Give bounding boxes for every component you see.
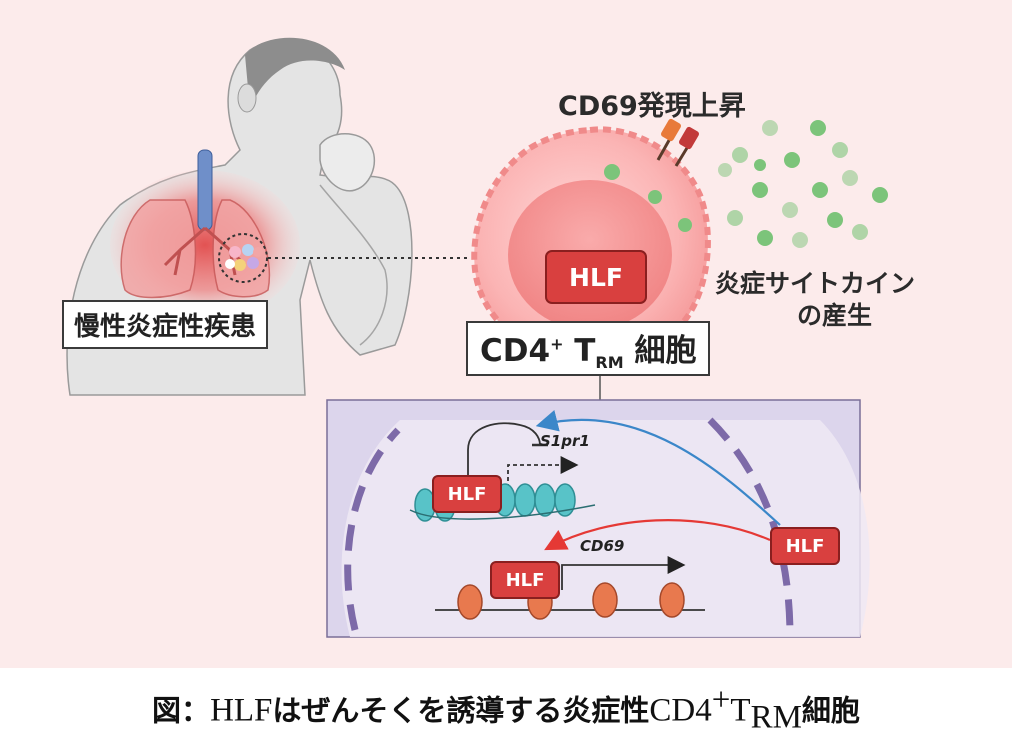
figure-panel: 慢性炎症性疾患 CD69発現上昇 炎症サイトカイン の産生 HLF CD4+ T… bbox=[0, 0, 1012, 668]
cell-type-label: CD4+ TRM 細胞 bbox=[466, 321, 711, 377]
hlf-external-box: HLF bbox=[770, 527, 840, 565]
cytokine-label-line2: の産生 bbox=[797, 301, 873, 330]
cd69-upregulation-label: CD69発現上昇 bbox=[558, 91, 746, 122]
gene-cd69-label: CD69 bbox=[580, 537, 625, 555]
caption-suffix: 細胞 bbox=[801, 693, 860, 728]
lungs-illustration bbox=[110, 149, 300, 320]
cell-name-sub: RM bbox=[595, 353, 624, 373]
hlf-cd69-box: HLF bbox=[490, 561, 560, 599]
caption-sub: RM bbox=[750, 699, 802, 736]
gene-s1pr1-label: S1pr1 bbox=[540, 432, 590, 450]
figure-illustration bbox=[66, 37, 888, 638]
cell-name-main: CD4 bbox=[480, 333, 551, 369]
hlf-main-box: HLF bbox=[545, 250, 647, 304]
disease-label: 慢性炎症性疾患 bbox=[62, 300, 269, 349]
hlf-s1pr1-box: HLF bbox=[432, 475, 502, 513]
cell-name-suffix: 細胞 bbox=[634, 333, 697, 369]
cytokine-particles bbox=[604, 120, 888, 248]
caption-middle: はぜんそくを誘導する炎症性 bbox=[272, 693, 650, 728]
caption-t: T bbox=[730, 692, 751, 729]
figure-caption: 図：HLFはぜんそくを誘導する炎症性CD4+TRM細胞 bbox=[0, 672, 1012, 735]
nucleus-inset bbox=[326, 399, 870, 638]
cytokine-label-line1: 炎症サイトカイン bbox=[715, 269, 916, 298]
cell-name-sup: + bbox=[550, 334, 564, 354]
caption-sup: + bbox=[711, 682, 731, 718]
cell-name-t: T bbox=[574, 333, 596, 369]
caption-hlf: HLF bbox=[210, 692, 273, 729]
caption-cd4: CD4 bbox=[649, 692, 712, 729]
caption-prefix: 図： bbox=[152, 693, 211, 728]
